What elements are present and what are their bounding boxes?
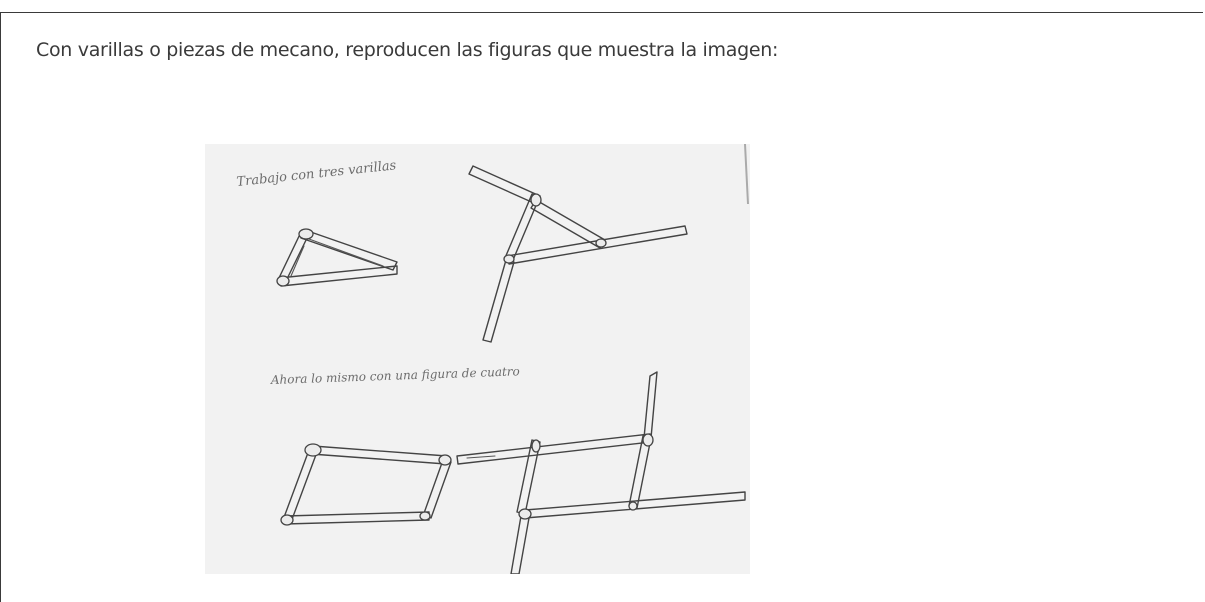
articulated-rods-figure (456, 371, 746, 574)
mecano-sketch-image: Trabajo con tres varillas Ahora lo mismo… (205, 144, 750, 574)
quadrilateral-figure (280, 443, 452, 526)
triangle-figure (276, 228, 398, 287)
content-frame (0, 12, 1203, 602)
three-rod-joint-figure (468, 165, 688, 343)
instruction-text: Con varillas o piezas de mecano, reprodu… (36, 39, 779, 61)
